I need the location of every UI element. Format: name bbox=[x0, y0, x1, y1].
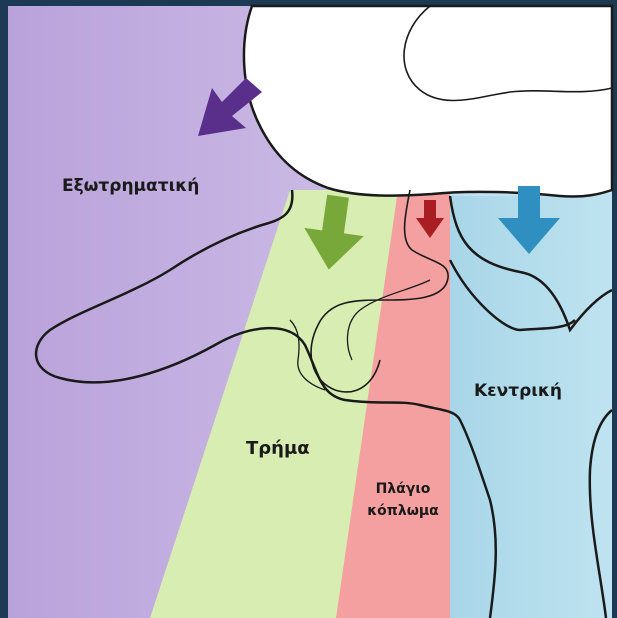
central-zone bbox=[450, 190, 612, 618]
label-lateral: Πλάγιο κόπλωμα bbox=[358, 478, 448, 522]
label-lateral-line2: κόπλωμα bbox=[358, 500, 448, 522]
label-central: Κεντρική bbox=[474, 381, 562, 401]
vertebral-body bbox=[244, 6, 612, 197]
label-lateral-line1: Πλάγιο bbox=[358, 478, 448, 500]
label-foraminal: Τρήμα bbox=[246, 438, 310, 459]
label-external: Εξωτρηματική bbox=[62, 176, 199, 196]
